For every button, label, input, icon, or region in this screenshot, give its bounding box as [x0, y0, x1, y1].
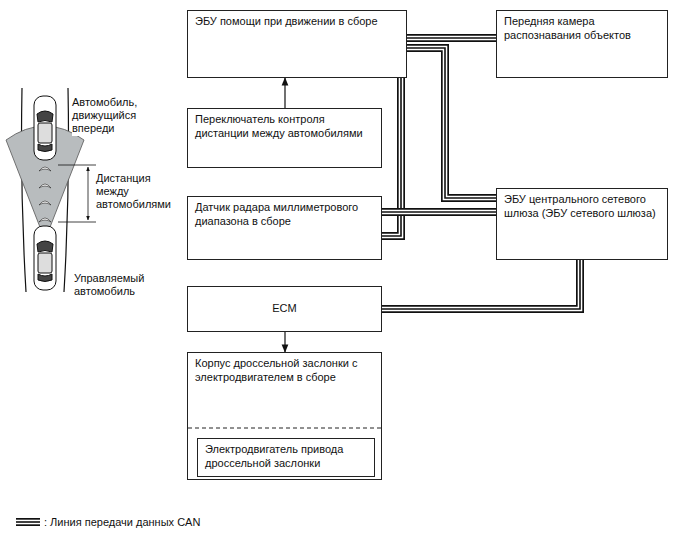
box-label: Датчик радара миллиметрового диапазона в…	[195, 201, 374, 229]
section-divider	[188, 428, 381, 429]
component-box: ECM	[187, 286, 382, 332]
box-label: Корпус дроссельной заслонки с электродви…	[195, 357, 374, 385]
can-bus-line	[382, 260, 580, 309]
box-label: ЭБУ помощи при движении в сборе	[195, 15, 399, 29]
can-line-sample	[15, 516, 41, 528]
box-label: Передняя камера распознавания объектов	[504, 15, 660, 43]
component-box: ЭБУ помощи при движении в сборе	[187, 10, 407, 78]
box-label: ECM	[272, 302, 296, 316]
illustration-label: Автомобиль, движущийся впереди	[72, 96, 164, 136]
signal-arrow	[285, 332, 286, 352]
distance-dimension	[58, 165, 96, 222]
component-box: Корпус дроссельной заслонки с электродви…	[187, 352, 382, 480]
can-bus-line	[407, 48, 496, 198]
component-box: Переключатель контроля дистанции между а…	[187, 108, 382, 168]
can-bus-line	[407, 38, 496, 39]
box-label: ЭБУ центрального сетевого шлюза (ЭБУ сет…	[504, 193, 660, 221]
box-label: Переключатель контроля дистанции между а…	[195, 113, 374, 141]
component-box: Передняя камера распознавания объектов	[496, 10, 668, 78]
box-label: Электродвигатель привода дроссельной зас…	[205, 443, 367, 471]
component-box: ЭБУ центрального сетевого шлюза (ЭБУ сет…	[496, 188, 668, 260]
own-car	[34, 226, 56, 290]
illustration-label: Дистанция между автомобилями	[96, 172, 174, 212]
signal-arrow	[285, 78, 286, 108]
front-car	[34, 96, 56, 160]
component-box: Датчик радара миллиметрового диапазона в…	[187, 196, 382, 260]
legend-text: : Линия передачи данных CAN	[44, 516, 200, 528]
illustration-label: Управляемый автомобиль	[74, 272, 166, 298]
can-bus-line	[382, 212, 496, 213]
component-box-nested: Электродвигатель привода дроссельной зас…	[197, 438, 375, 477]
legend-entry: : Линия передачи данных CAN	[15, 516, 200, 528]
radar-waves	[39, 167, 51, 222]
